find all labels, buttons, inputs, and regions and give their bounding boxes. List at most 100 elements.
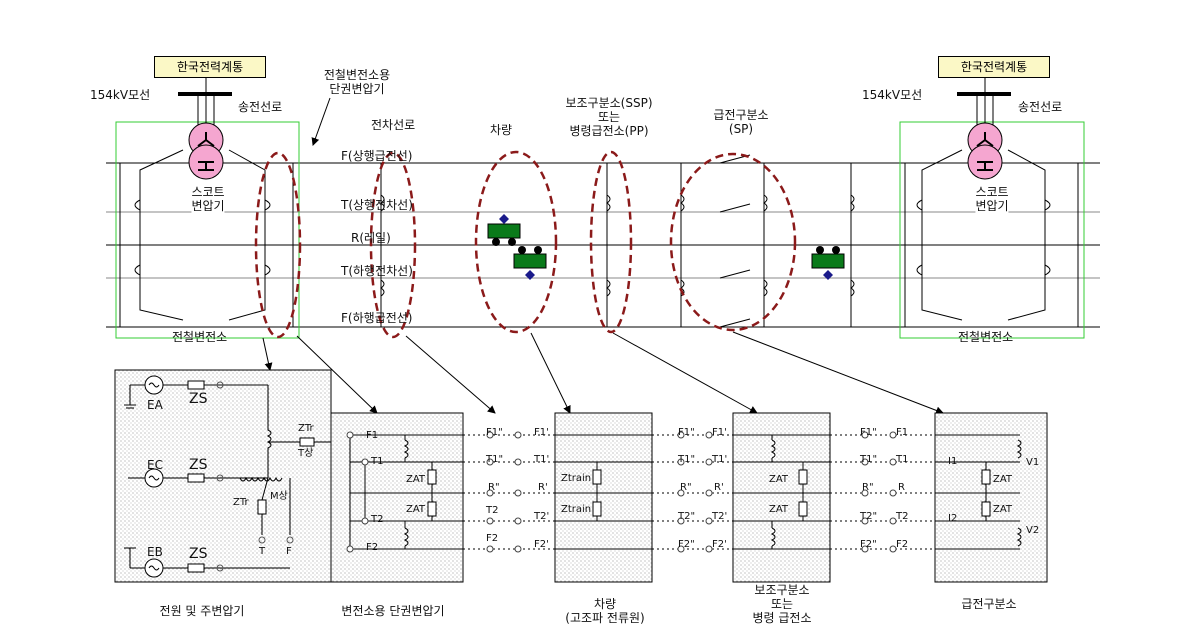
line-t-dn-label: T(하행전차선) (341, 264, 413, 278)
c2-t1pp: T1" (678, 454, 696, 465)
ssp-zat1: ZAT (769, 474, 789, 485)
c3-rpp: R" (862, 482, 874, 493)
ztrain-2: Ztrain (561, 504, 592, 515)
substation-right-box (899, 121, 1085, 339)
ztr-left-label: ZTr (233, 497, 249, 508)
at-t1: T1 (371, 456, 384, 467)
kepco-left-box: 한국전력계통 (154, 56, 266, 78)
c1-f2p: F2' (534, 539, 549, 550)
sub-left-label: 전철변전소 (172, 330, 228, 344)
sub-right-label: 전철변전소 (958, 330, 1014, 344)
c3-f2pp: F2" (860, 539, 877, 550)
line-r-label: R(레일) (351, 231, 391, 245)
c1-f1p: F1' (534, 427, 549, 438)
at-zat1: ZAT (406, 474, 426, 485)
c3-t1: T1 (896, 454, 909, 465)
c2-t2pp: T2" (678, 511, 696, 522)
at-f1: F1 (366, 430, 379, 441)
sp-i2: I2 (948, 513, 958, 524)
sp-i1: I1 (948, 456, 958, 467)
c3-t2: T2 (896, 511, 909, 522)
bus-right-label: 154kV모선 (862, 88, 923, 102)
f-term-label: F (286, 546, 292, 557)
sp-label: 급전구분소 (SP) (713, 108, 769, 136)
box-sp (934, 412, 1048, 583)
ellipse-catenary (369, 151, 417, 339)
c1-t1p: T1' (534, 454, 550, 465)
c1-t2p: T2' (534, 511, 550, 522)
sp-v2: V2 (1026, 525, 1040, 536)
sp-v1: V1 (1026, 457, 1040, 468)
eb-label: EB (147, 545, 163, 559)
caption-autotr: 변전소용 단권변압기 (341, 604, 445, 618)
box-autotr (330, 412, 464, 583)
sp-zat2: ZAT (993, 504, 1013, 515)
caption-vehicle: 차량 (고조파 전류원) (565, 597, 645, 625)
caption-source: 전원 및 주변압기 (159, 604, 245, 618)
sp-zat1: ZAT (993, 474, 1013, 485)
t-up-label: T상 (298, 448, 314, 459)
kepco-right-box: 한국전력계통 (938, 56, 1050, 78)
c3-f1pp: F1" (860, 427, 877, 438)
ellipse-ssp (589, 150, 633, 334)
c2-f2pp: F2" (678, 539, 695, 550)
m-up-label: M상 (270, 491, 288, 502)
scott-transformer-left-icon (188, 122, 224, 180)
ssp-label: 보조구분소(SSP) 또는 병령급전소(PP) (565, 96, 653, 138)
c1-rp: R' (538, 482, 548, 493)
bus-left-label: 154kV모선 (90, 88, 151, 102)
scott-transformer-right-icon (967, 122, 1003, 180)
c2-t1p: T1' (712, 454, 728, 465)
c1-f1pp: F1" (486, 427, 503, 438)
ssp-zat2: ZAT (769, 504, 789, 515)
ec-label: EC (147, 458, 163, 472)
train-up-icon (487, 214, 521, 246)
scott-left-label: 스코트 변압기 (191, 185, 225, 213)
c3-t2pp: T2" (860, 511, 878, 522)
ellipse-vehicle (474, 150, 558, 334)
c2-f1pp: F1" (678, 427, 695, 438)
substation-left-box (115, 121, 300, 339)
line-f-up-label: F(상행급전선) (341, 149, 413, 163)
catenary-label: 전차선로 (371, 118, 416, 132)
ea-label: EA (147, 398, 163, 412)
zs-b-label: ZS (189, 546, 208, 562)
c1-rpp: R" (488, 482, 500, 493)
box-vehicle (554, 412, 653, 583)
c1-t2: T2 (486, 505, 499, 516)
c2-t2p: T2' (712, 511, 728, 522)
c1-f2: F2 (486, 533, 499, 544)
train-down-icon (513, 246, 547, 280)
c3-f2: F2 (896, 539, 909, 550)
t-term-label: T (259, 546, 266, 557)
caption-sp: 급전구분소 (961, 597, 1017, 611)
single-tr-label: 전철변전소용 단권변압기 (323, 68, 391, 96)
tline-left-label: 송전선로 (238, 100, 283, 114)
box-ssp (732, 412, 831, 583)
zs-c-label: ZS (189, 457, 208, 473)
line-f-dn-label: F(하행급전선) (341, 311, 413, 325)
ztrain-1: Ztrain (561, 473, 592, 484)
ztr-top-label: ZTr (298, 423, 314, 434)
c3-r: R (898, 482, 905, 493)
caption-ssp: 보조구분소 또는 병령 급전소 (752, 583, 812, 625)
c2-rpp: R" (680, 482, 692, 493)
at-t2: T2 (371, 514, 384, 525)
c3-t1pp: T1" (860, 454, 878, 465)
c1-t1pp: T1" (486, 454, 504, 465)
c3-f1: F1 (896, 427, 909, 438)
c2-f2p: F2' (712, 539, 727, 550)
line-t-up-label: T(상행전차선) (341, 198, 413, 212)
at-f2: F2 (366, 542, 379, 553)
train-right-icon (811, 246, 845, 280)
zs-a-label: ZS (189, 391, 208, 407)
tline-right-label: 송전선로 (1018, 100, 1063, 114)
at-zat2: ZAT (406, 504, 426, 515)
ellipse-substation-tr (254, 151, 302, 339)
c2-rp: R' (714, 482, 724, 493)
scott-right-label: 스코트 변압기 (975, 185, 1009, 213)
c2-f1p: F1' (712, 427, 727, 438)
vehicle-label: 차량 (490, 123, 513, 137)
